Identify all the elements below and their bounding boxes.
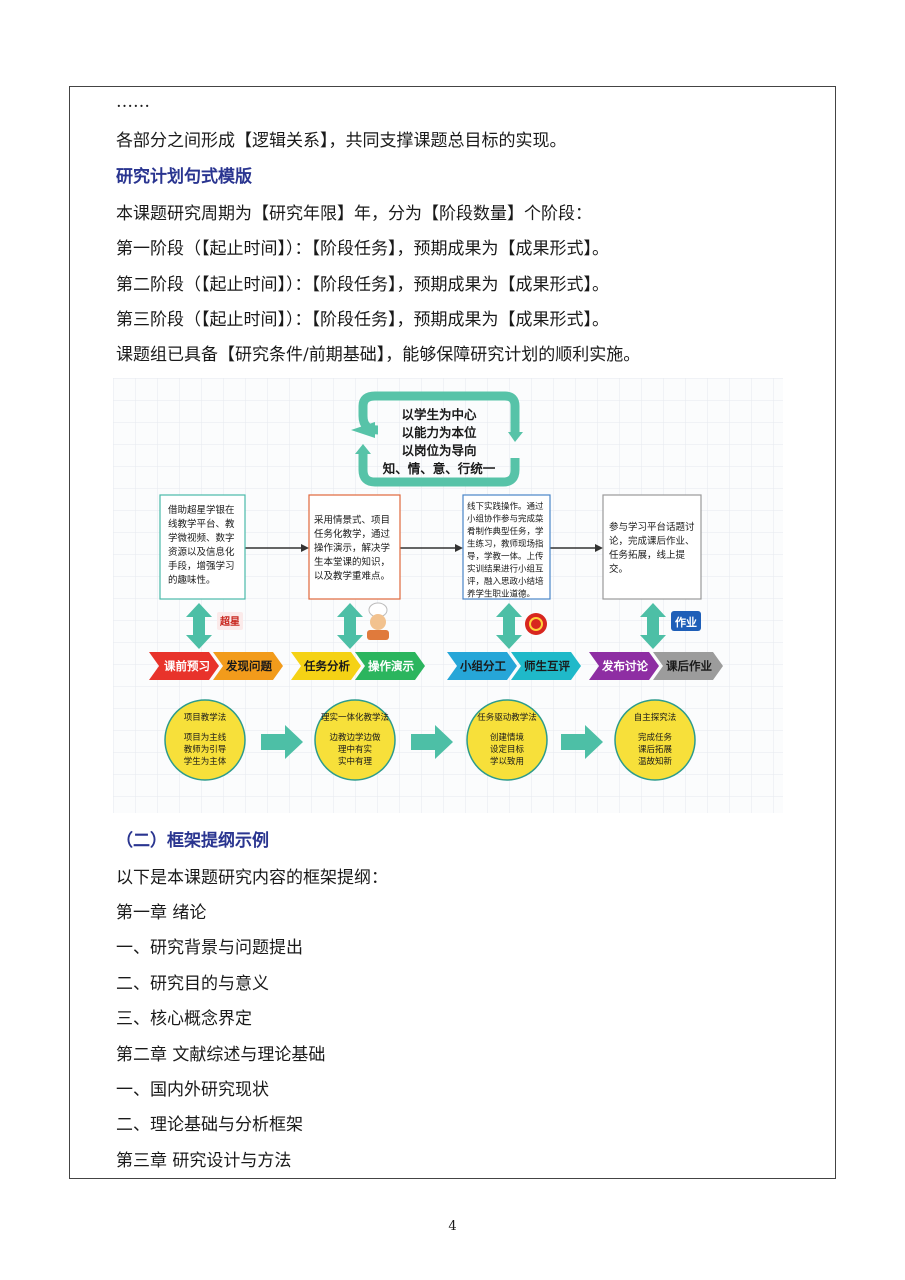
method-circles [164, 699, 696, 781]
method-3-line-2: 设定目标 [490, 744, 525, 755]
chevron-label-8: 课后作业 [666, 659, 712, 673]
section-1-1-line: 一、研究背景与问题提出 [116, 938, 303, 958]
step-box-2-text: 采用情景式、项目 任务化教学，通过 操作演示，解决学 生本堂课的知识， 以及教学… [314, 514, 393, 582]
chevron-4 [355, 652, 425, 680]
chevron-7 [589, 652, 659, 680]
step-box-2 [308, 494, 401, 600]
method-4-line-2: 课后拓展 [638, 744, 673, 755]
chevron-label-5: 小组分工 [459, 659, 506, 673]
svg-text:作业: 作业 [675, 615, 697, 629]
method-1-line-2: 教师为引导 [184, 744, 227, 755]
chevron-label-3: 任务分析 [303, 659, 350, 673]
method-2-line-1: 边教边学边做 [329, 732, 381, 743]
chevron-label-2: 发现问题 [225, 659, 272, 673]
method-4-title: 自主探究法 [634, 712, 677, 723]
content-frame [69, 86, 836, 1179]
chapter-three-line: 第三章 研究设计与方法 [116, 1151, 292, 1171]
chevron-5 [447, 652, 517, 680]
chevron-3 [291, 652, 361, 680]
stage-two-line: 第二阶段（【起止时间】）：【阶段任务】，预期成果为【成果形式】。 [116, 275, 609, 295]
double-arrow-icons [186, 603, 666, 649]
chevron-label-1: 课前预习 [164, 659, 210, 673]
section-2-2-line: 二、理论基础与分析框架 [116, 1115, 303, 1135]
method-1-line-1: 项目为主线 [184, 732, 227, 743]
box-connector-arrows [245, 544, 603, 552]
chevron-stage-row [149, 652, 723, 680]
method-1-line-3: 学生为主体 [184, 756, 227, 767]
method-3-line-1: 创建情境 [490, 732, 525, 743]
method-circle-4 [614, 699, 696, 781]
chevron-8 [653, 652, 723, 680]
method-2-line-2: 理中有实 [338, 744, 372, 755]
chevron-6 [511, 652, 581, 680]
logic-relation-line: 各部分之间形成【逻辑关系】，共同支撑课题总目标的实现。 [116, 131, 567, 151]
stage-three-line: 第三阶段（【起止时间】）：【阶段任务】，预期成果为【成果形式】。 [116, 310, 609, 330]
chevron-1 [149, 652, 219, 680]
circle-arrow-3 [561, 725, 603, 759]
method-1-title: 项目教学法 [184, 712, 227, 723]
method-4-line-1: 完成任务 [638, 732, 673, 743]
method-2-title: 理实一体化教学法 [321, 712, 389, 723]
section-1-3-line: 三、核心概念界定 [116, 1009, 252, 1029]
plan-cycle-line: 本课题研究周期为【研究年限】年，分为【阶段数量】个阶段： [116, 204, 592, 224]
framework-heading: （二）框架提纲示例 [116, 831, 269, 851]
party-emblem-icon [525, 613, 547, 635]
cycle-text-4: 知、情、意、行统一 [382, 461, 496, 476]
chef-icon [367, 602, 389, 640]
method-2-line-3: 实中有理 [338, 756, 373, 767]
method-3-title: 任务驱动教学法 [477, 712, 537, 723]
method-circle-3 [466, 699, 548, 781]
method-3-line-3: 学以致用 [490, 756, 524, 767]
svg-text:超星: 超星 [219, 615, 240, 628]
page-number: 4 [448, 1219, 457, 1234]
chevron-2 [213, 652, 283, 680]
conditions-line: 课题组已具备【研究条件/前期基础】，能够保障研究计划的顺利实施。 [116, 345, 641, 365]
step-box-3 [462, 494, 551, 600]
ellipsis-line: …… [116, 92, 150, 112]
section-1-2-line: 二、研究目的与意义 [116, 974, 269, 994]
step-box-3-text: 线下实践操作。通过 小组协作参与完成菜 肴制作典型任务，学 生练习，教师现场指 … [467, 501, 546, 600]
method-circle-1 [164, 699, 246, 781]
chapter-one-line: 第一章 绪论 [116, 903, 207, 923]
step-box-4 [602, 494, 702, 600]
method-4-line-3: 温故知新 [638, 756, 673, 767]
chaoxing-logo-icon: 超星 [217, 612, 243, 630]
step-box-1 [159, 494, 246, 600]
circle-link-arrows [261, 725, 603, 759]
chevron-label-6: 师生互评 [524, 659, 570, 673]
chevron-label-4: 操作演示 [368, 659, 414, 673]
plan-template-heading: 研究计划句式模版 [116, 167, 252, 187]
cycle-text-2: 以能力为本位 [401, 425, 477, 440]
cycle-arrow-icon [351, 391, 523, 487]
chapter-two-line: 第二章 文献综述与理论基础 [116, 1045, 326, 1065]
homework-badge-icon: 作业 [671, 611, 701, 631]
circle-arrow-1 [261, 725, 303, 759]
circle-arrow-2 [411, 725, 453, 759]
stage-one-line: 第一阶段（【起止时间】）：【阶段任务】，预期成果为【成果形式】。 [116, 239, 609, 259]
step-box-4-text: 参与学习平台话题讨 论，完成课后作业、 任务拓展，线上提 交。 [609, 521, 698, 575]
framework-intro-line: 以下是本课题研究内容的框架提纲： [116, 868, 388, 888]
step-box-1-text: 借助超星学银在 线教学平台、教 学微视频、数字 资源以及信息化 手段，增强学习 … [168, 504, 238, 586]
cycle-text-1: 以学生为中心 [401, 407, 477, 422]
section-2-1-line: 一、国内外研究现状 [116, 1080, 269, 1100]
teaching-model-diagram: 以学生为中心 以能力为本位 以岗位为导向 知、情、意、行统一 借助超星学银在 线… [113, 378, 783, 813]
chevron-label-7: 发布讨论 [601, 659, 648, 673]
cycle-text-3: 以岗位为导向 [401, 443, 476, 458]
method-circle-2 [314, 699, 396, 781]
